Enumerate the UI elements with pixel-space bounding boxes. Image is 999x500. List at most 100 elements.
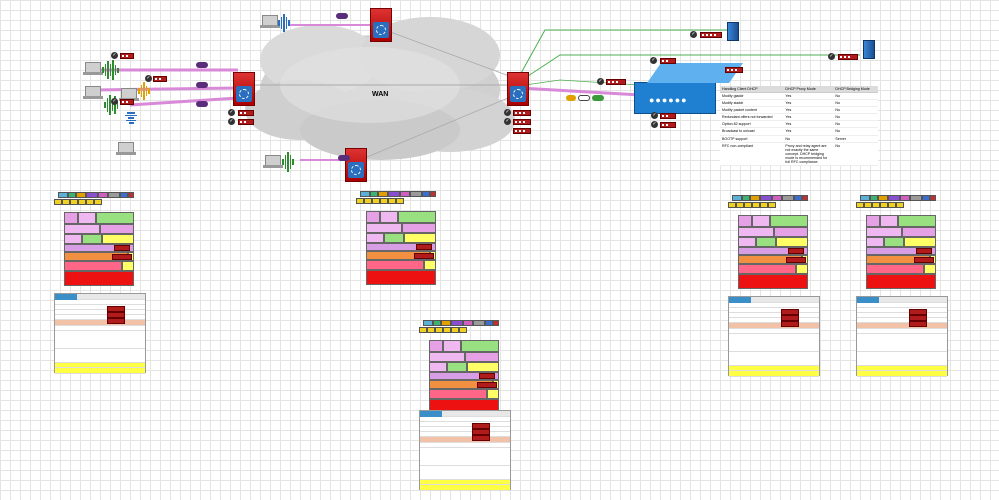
- packet-tag-icon: [414, 253, 434, 259]
- header-block: [465, 352, 499, 362]
- header-field: [396, 198, 404, 204]
- header-field: [86, 199, 94, 205]
- frame-row: [857, 323, 947, 329]
- router-icon[interactable]: [507, 72, 529, 106]
- table-header: DHCP Bridging Mode: [833, 86, 878, 93]
- laptop-icon[interactable]: [116, 142, 136, 155]
- frame-row: [857, 371, 947, 377]
- laptop-icon[interactable]: [263, 155, 283, 168]
- server-icon[interactable]: [863, 40, 875, 59]
- header-field: [427, 327, 435, 333]
- header-field: [360, 191, 370, 197]
- server-icon[interactable]: [727, 22, 739, 41]
- frame-row: [420, 466, 510, 480]
- header-block: [402, 223, 436, 233]
- packet-tag-icon: [781, 309, 799, 315]
- frame-header-cell: [857, 297, 879, 303]
- header-block: [866, 274, 936, 289]
- multilayer-switch-icon[interactable]: ●●●●●●: [634, 82, 716, 114]
- header-field: [128, 192, 134, 198]
- frame-row: [420, 417, 510, 422]
- header-field: [423, 320, 433, 326]
- table-cell: Broadcast to unicast: [720, 127, 784, 136]
- table-cell: Redundant offers not forwarded: [720, 113, 784, 122]
- laptop-icon[interactable]: [83, 62, 103, 75]
- laptop-icon[interactable]: [260, 15, 280, 28]
- frame-pill-icon: [578, 95, 590, 101]
- header-field: [463, 320, 473, 326]
- header-field: [760, 195, 772, 201]
- frame-row: [55, 326, 145, 331]
- frame-pill-icon: [566, 95, 576, 101]
- frame-row: [420, 427, 510, 432]
- header-block: [64, 212, 78, 224]
- header-field: [54, 199, 62, 205]
- table-header: DHCP Proxy Mode: [783, 86, 834, 93]
- frame-pill-icon: [196, 82, 208, 88]
- frame-row: [420, 422, 510, 427]
- header-block: [443, 340, 461, 352]
- frame-row: [420, 432, 510, 437]
- header-field: [441, 320, 451, 326]
- table-cell: Modify siaddr: [720, 99, 784, 108]
- frame-row: [729, 303, 819, 308]
- packet-tag-icon: [153, 76, 167, 82]
- frame-row: [55, 305, 145, 310]
- frame-row: [729, 366, 819, 371]
- header-field: [880, 202, 888, 208]
- router-icon[interactable]: [345, 148, 367, 182]
- frame-row: [55, 368, 145, 374]
- router-icon[interactable]: [233, 72, 255, 106]
- laptop-icon[interactable]: [83, 86, 103, 99]
- header-field: [744, 202, 752, 208]
- header-block: [880, 215, 898, 227]
- packet-tag-icon: [238, 119, 254, 125]
- header-strip: [860, 195, 936, 201]
- header-field: [58, 192, 68, 198]
- router-icon[interactable]: [370, 8, 392, 42]
- signal-wave-icon: [278, 14, 290, 32]
- signal-wave-icon: [125, 112, 137, 124]
- frame-row: [420, 443, 510, 448]
- frame-header-cell: [420, 411, 442, 417]
- header-block: [738, 274, 808, 289]
- frame-header-cell: [729, 297, 751, 303]
- header-field: [380, 198, 388, 204]
- header-block: [398, 211, 436, 223]
- header-block: [447, 362, 467, 372]
- table-cell: No: [833, 113, 878, 122]
- check-icon: ✓: [651, 121, 658, 128]
- packet-tag-icon: [107, 312, 125, 318]
- frame-detail: [856, 296, 948, 377]
- header-block: [64, 224, 100, 234]
- header-block: [866, 247, 936, 255]
- frame-row: [55, 294, 145, 300]
- header-field: [760, 202, 768, 208]
- header-field: [86, 192, 98, 198]
- packet-tag-icon: [238, 110, 254, 116]
- header-block: [866, 215, 880, 227]
- header-field: [419, 327, 427, 333]
- table-cell: BOOTP support: [720, 135, 784, 143]
- header-field: [752, 202, 760, 208]
- signal-wave-icon: [138, 82, 150, 100]
- header-field: [794, 195, 802, 201]
- header-block: [756, 237, 776, 247]
- header-block: [429, 340, 443, 352]
- frame-row: [857, 334, 947, 352]
- frame-detail: [54, 293, 146, 374]
- network-links: [94, 24, 860, 161]
- check-icon: ✓: [651, 112, 658, 119]
- check-icon: ✓: [828, 53, 835, 60]
- table-cell: RFC non-compliant: [720, 142, 784, 167]
- header-block: [770, 215, 808, 227]
- frame-row: [729, 352, 819, 366]
- frame-row: [55, 363, 145, 368]
- check-icon: ✓: [504, 118, 511, 125]
- laptop-icon[interactable]: [119, 88, 139, 101]
- header-field: [473, 320, 485, 326]
